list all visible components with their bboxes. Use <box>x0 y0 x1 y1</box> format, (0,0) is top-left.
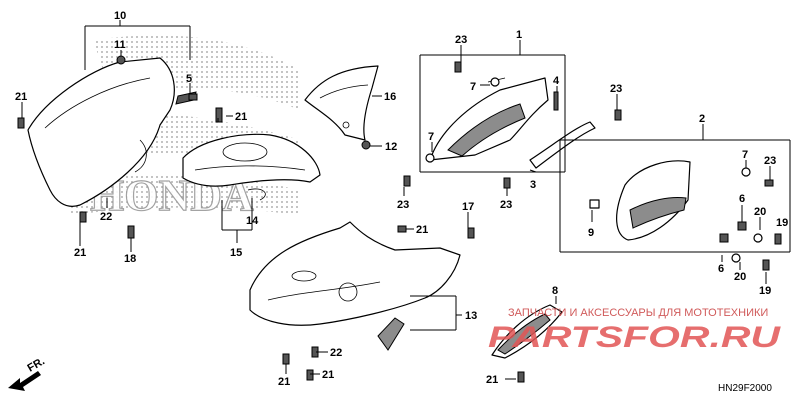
callout-19: 19 <box>759 285 771 297</box>
leader-lines <box>21 20 791 380</box>
callout-21: 21 <box>278 376 290 388</box>
callout-9: 9 <box>588 227 594 239</box>
callout-21: 21 <box>322 369 334 381</box>
left-side-cover <box>27 57 197 207</box>
callout-23: 23 <box>500 199 512 211</box>
front-label: FR. <box>26 355 47 374</box>
right-side-cover <box>616 160 691 241</box>
support-rod <box>529 121 596 169</box>
callout-23: 23 <box>455 34 467 46</box>
inner-bracket <box>304 65 379 141</box>
callout-11: 11 <box>114 39 126 51</box>
callout-1: 1 <box>516 29 522 41</box>
callout-2: 2 <box>699 113 705 125</box>
callout-21: 21 <box>235 111 247 123</box>
callout-19: 19 <box>776 217 788 229</box>
callout-21: 21 <box>15 91 27 103</box>
callout-22: 22 <box>100 211 112 223</box>
diagram-code: HN29F2000 <box>718 383 772 394</box>
main-shroud <box>249 221 461 351</box>
callout-7: 7 <box>742 149 748 161</box>
callout-17: 17 <box>462 201 474 213</box>
callout-12: 12 <box>385 141 397 153</box>
inner-panel <box>429 77 549 161</box>
callout-6: 6 <box>739 193 745 205</box>
front-arrow: FR. <box>8 355 47 391</box>
fasteners <box>17 55 782 383</box>
callout-18: 18 <box>124 253 136 265</box>
callout-23: 23 <box>610 83 622 95</box>
callout-21: 21 <box>416 224 428 236</box>
callout-10: 10 <box>114 10 126 22</box>
watermark-brand: PARTSFOR.RU <box>488 321 782 354</box>
callout-6: 6 <box>718 263 724 275</box>
store-watermark: ЗАПЧАСТИ И АКСЕССУАРЫ ДЛЯ МОТОТЕХНИКИ PA… <box>488 307 782 354</box>
callout-14: 14 <box>246 215 259 227</box>
callout-numbers: 10 11 5 21 22 21 18 21 16 12 14 15 23 1 … <box>15 10 788 388</box>
lower-cover <box>491 304 563 359</box>
callout-15: 15 <box>230 247 242 259</box>
callout-23: 23 <box>397 199 409 211</box>
tank-cover <box>182 133 321 201</box>
callout-5: 5 <box>186 73 192 85</box>
callout-20: 20 <box>734 271 746 283</box>
callout-3: 3 <box>530 179 536 191</box>
callout-23: 23 <box>764 155 776 167</box>
callout-8: 8 <box>552 285 558 297</box>
callout-13: 13 <box>465 310 477 322</box>
callout-7: 7 <box>470 81 476 93</box>
callout-21: 21 <box>74 247 86 259</box>
callout-4: 4 <box>553 75 560 87</box>
callout-21: 21 <box>486 374 498 386</box>
callout-20: 20 <box>754 206 766 218</box>
callout-16: 16 <box>384 91 396 103</box>
callout-7: 7 <box>428 131 434 143</box>
watermark-caption: ЗАПЧАСТИ И АКСЕССУАРЫ ДЛЯ МОТОТЕХНИКИ <box>508 307 768 319</box>
callout-22: 22 <box>330 347 342 359</box>
